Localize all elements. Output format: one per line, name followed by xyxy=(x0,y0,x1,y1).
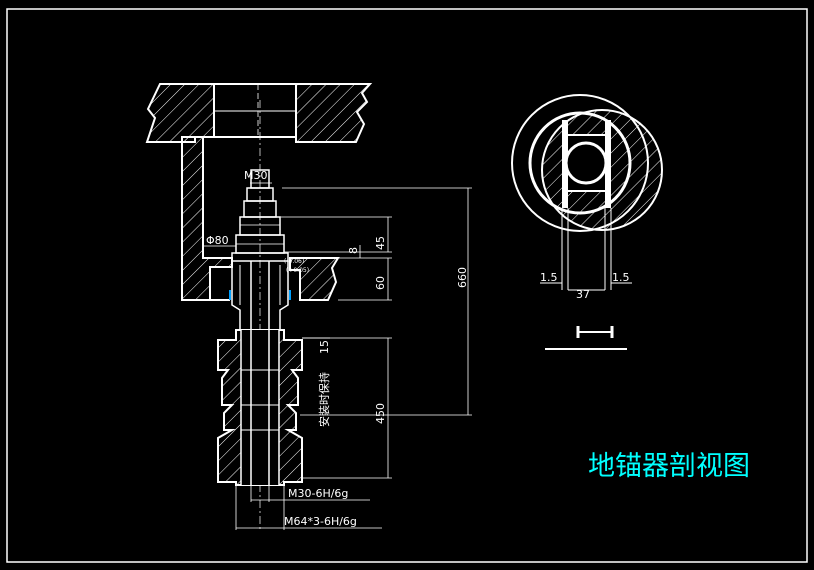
floor-right-section xyxy=(289,257,340,301)
dim-8: 8 xyxy=(347,247,360,254)
section-dim-left: 1.5 xyxy=(540,271,558,284)
dimension-lines xyxy=(204,182,472,530)
thread-spec-1: M30-6H/6g xyxy=(288,487,348,500)
install-note: 安装时保持 xyxy=(317,372,331,427)
section-dim-right: 1.5 xyxy=(612,271,630,284)
dim-60: 60 xyxy=(374,276,387,290)
drawing-title: 地锚器剖视图 xyxy=(588,451,750,482)
tolerance-mark-2: (+0.05) xyxy=(286,267,309,274)
section-view xyxy=(145,83,373,530)
section-dim-mid: 37 xyxy=(576,288,590,301)
drawing-frame xyxy=(6,8,808,563)
section-i-view xyxy=(511,94,663,350)
ceiling-slab-left xyxy=(145,83,215,143)
thread-top-label: M30 xyxy=(244,169,268,182)
dim-450: 450 xyxy=(374,403,387,424)
thread-spec-2: M64*3-6H/6g xyxy=(284,515,357,528)
dim-660: 660 xyxy=(456,267,469,288)
dim-15: 15 xyxy=(318,340,331,354)
dim-45: 45 xyxy=(374,236,387,250)
diameter-label: Φ80 xyxy=(206,234,229,247)
ceiling-slab-right xyxy=(295,83,373,143)
wall-section xyxy=(181,136,233,301)
tolerance-mark-1: (-0.06) xyxy=(284,258,304,265)
